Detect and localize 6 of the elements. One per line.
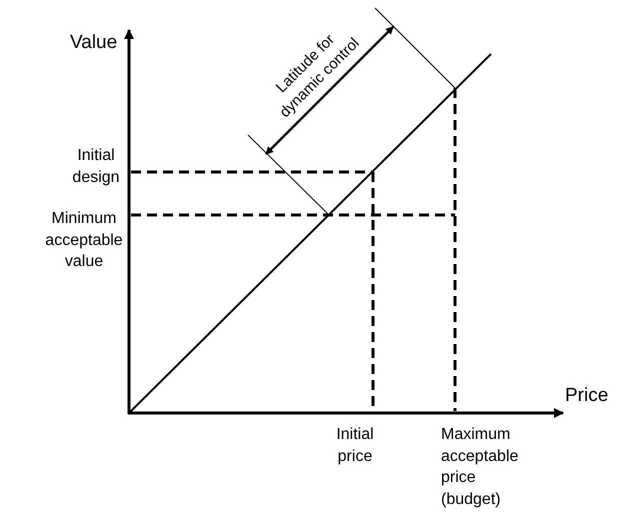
axis-title: Value [70,31,118,55]
axis-label: Initial design [71,146,121,188]
axis-label: Minimum acceptable value [44,209,124,272]
axis-label: Maximum acceptable price (budget) [441,425,520,510]
axis-title: Price [565,384,610,408]
axis-label: Initial price [335,425,375,467]
